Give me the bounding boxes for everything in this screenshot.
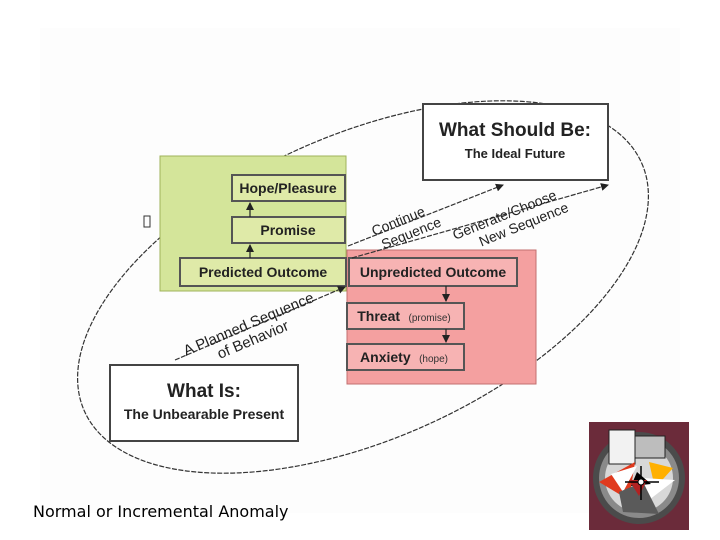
predicted-outcome-box: Predicted Outcome	[179, 257, 347, 287]
promise-label: Promise	[260, 222, 315, 238]
abstract-compass-logo-icon	[589, 422, 689, 530]
unpredicted-outcome-box: Unpredicted Outcome	[348, 257, 518, 287]
what-is-subtitle: The Unbearable Present	[124, 406, 285, 422]
hope-pleasure-box: Hope/Pleasure	[231, 174, 346, 202]
svg-text:Anxiety (hope): Anxiety (hope)	[360, 349, 448, 366]
anxiety-label: Anxiety	[360, 349, 411, 365]
what-is-title: What Is:	[167, 381, 241, 402]
promise-box: Promise	[231, 216, 346, 244]
threat-box: Threat (promise)	[346, 302, 465, 330]
unpredicted-outcome-label: Unpredicted Outcome	[360, 264, 506, 280]
arrow-planned-sequence	[174, 286, 346, 361]
predicted-outcome-label: Predicted Outcome	[199, 264, 328, 280]
hope-pleasure-label: Hope/Pleasure	[239, 180, 336, 196]
what-should-be-box: What Should Be: The Ideal Future	[422, 103, 609, 181]
arrow-continue-sequence	[347, 183, 504, 247]
caption-text: Normal or Incremental Anomaly	[33, 502, 289, 521]
unknown-glyph-box-icon	[143, 215, 151, 228]
what-is-box: What Is: The Unbearable Present	[109, 364, 299, 442]
what-should-be-subtitle: The Ideal Future	[465, 146, 565, 161]
threat-note: (promise)	[409, 313, 451, 324]
arrow-new-sequence	[351, 183, 609, 259]
svg-text:Threat (promise): Threat (promise)	[357, 308, 450, 325]
threat-label: Threat	[357, 308, 400, 324]
what-should-be-title: What Should Be:	[439, 120, 591, 141]
anxiety-box: Anxiety (hope)	[346, 343, 465, 371]
cycle-ellipse	[76, 100, 650, 474]
anxiety-note: (hope)	[419, 354, 448, 365]
